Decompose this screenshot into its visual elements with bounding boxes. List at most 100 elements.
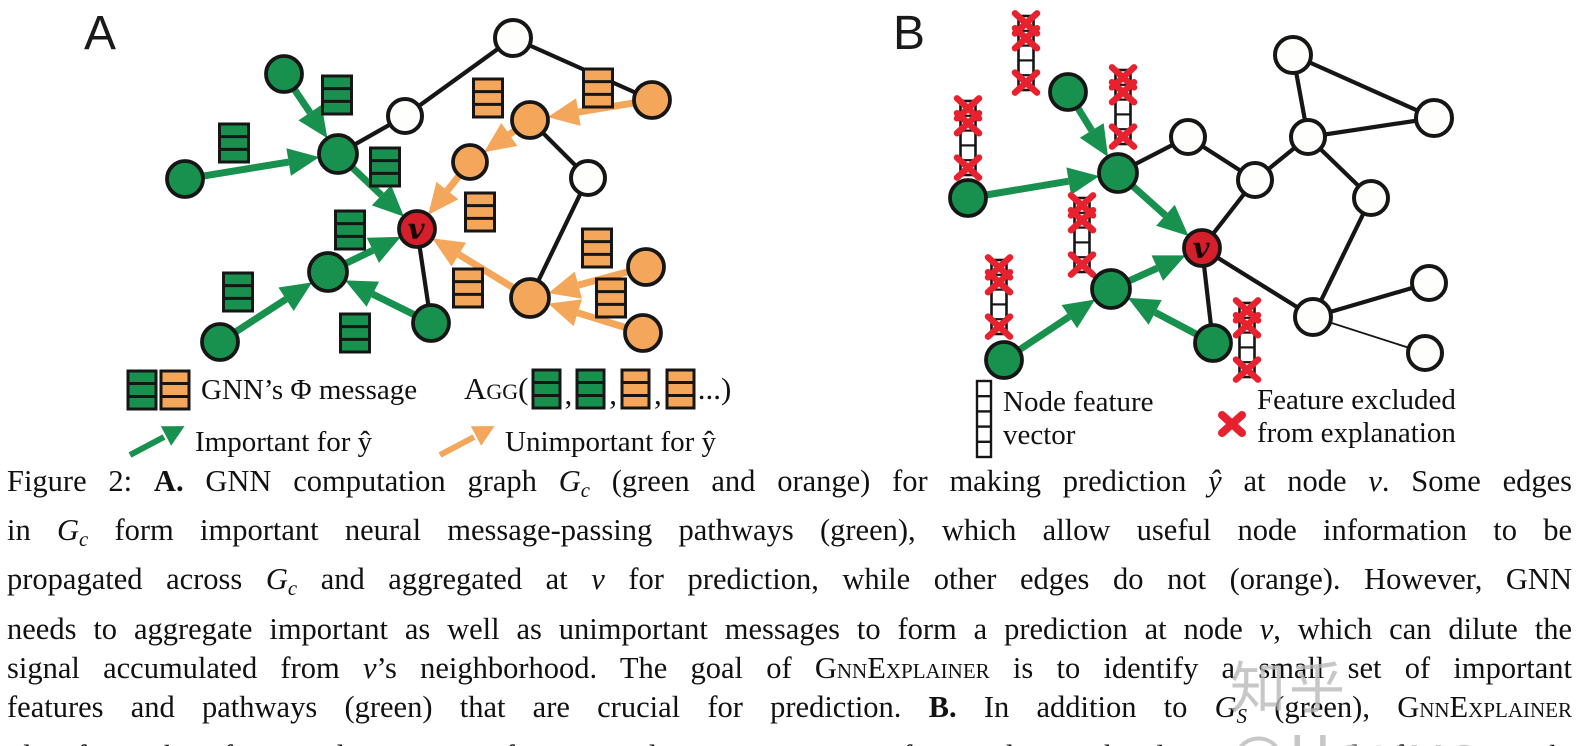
excluded-x-icon bbox=[1218, 411, 1246, 437]
green-message-arrow bbox=[345, 280, 416, 318]
green-message-arrow bbox=[1075, 106, 1109, 157]
agg-separator: , bbox=[654, 376, 662, 411]
legend-unimportant: Unimportant for ŷ bbox=[436, 424, 716, 460]
gnn-message-label: GNN’s Φ message bbox=[201, 373, 418, 406]
graph-node-green bbox=[1090, 268, 1132, 310]
message-box-orange bbox=[452, 267, 484, 309]
caption-line: Figure 2: A. GNN computation graph Gc (g… bbox=[7, 464, 1573, 503]
legend-node-feature-vector: Node feature vector bbox=[974, 379, 1154, 459]
orange-message-arrow bbox=[483, 123, 518, 153]
graph-node-white bbox=[1406, 334, 1444, 372]
graph-node-white bbox=[1293, 297, 1333, 337]
graph-node-target bbox=[1182, 228, 1222, 268]
graph-node-orange bbox=[632, 80, 672, 120]
message-box-green bbox=[218, 122, 250, 164]
graph-node-white bbox=[1289, 118, 1327, 156]
graph-node-green bbox=[317, 133, 359, 175]
legend-agg: Agg( , , , ...) bbox=[464, 366, 731, 412]
green-message-arrow bbox=[350, 165, 404, 217]
graph-node-white bbox=[1410, 264, 1448, 302]
graph-node-green bbox=[1097, 152, 1139, 194]
agg-separator: , bbox=[609, 376, 617, 411]
excluded-x-mark bbox=[953, 109, 983, 137]
vector-label-line1: Node feature bbox=[1003, 386, 1154, 418]
node-feature-vector-icon bbox=[975, 379, 993, 459]
green-message-arrow bbox=[986, 167, 1100, 199]
excluded-x-mark bbox=[1232, 311, 1262, 339]
message-box-orange bbox=[582, 67, 614, 109]
excluded-x-mark bbox=[1108, 123, 1138, 150]
excluded-x-mark bbox=[984, 268, 1014, 296]
graph-node-white bbox=[1273, 35, 1313, 75]
agg-box-green-icon bbox=[575, 368, 606, 410]
green-message-arrow bbox=[203, 148, 320, 180]
graph-edge bbox=[1311, 197, 1373, 318]
graph-node-target bbox=[397, 209, 437, 249]
graph-edge bbox=[1312, 280, 1430, 320]
green-message-arrow bbox=[291, 87, 328, 139]
orange-message-arrow bbox=[432, 238, 515, 291]
graph-node-white bbox=[1352, 179, 1390, 217]
message-box-green bbox=[339, 312, 371, 354]
excluded-label-line2: from explanation bbox=[1257, 417, 1456, 449]
excluded-x-mark bbox=[1011, 24, 1041, 52]
green-message-arrow bbox=[1017, 299, 1096, 353]
graph-diagram: vv bbox=[165, 10, 1454, 383]
vector-label-line2: vector bbox=[1003, 419, 1076, 451]
message-pair-icon bbox=[126, 369, 191, 411]
message-box-orange bbox=[581, 227, 613, 269]
message-box-green bbox=[321, 74, 353, 116]
graph-node-white bbox=[386, 97, 424, 135]
green-message-arrow bbox=[344, 236, 401, 267]
graph-node-green bbox=[411, 303, 451, 343]
green-message-arrow bbox=[1127, 255, 1186, 284]
caption-line: signal accumulated from v’s neighborhood… bbox=[7, 650, 1572, 685]
target-node-label: v bbox=[1193, 231, 1211, 265]
graph-edge bbox=[1307, 115, 1435, 140]
graph-edge bbox=[1200, 246, 1315, 319]
unimportant-label: Unimportant for ŷ bbox=[505, 425, 717, 458]
caption-line: in Gc form important neural message-pass… bbox=[7, 513, 1572, 552]
graph-edge bbox=[528, 177, 590, 299]
green-message-arrow bbox=[1130, 183, 1189, 237]
important-label: Important for ŷ bbox=[195, 425, 373, 458]
excluded-x-mark bbox=[1108, 78, 1138, 106]
caption-line: features and pathways (green) that are c… bbox=[7, 689, 1573, 728]
agg-box-green-icon bbox=[531, 368, 561, 410]
graph-node-white bbox=[569, 159, 607, 197]
excluded-x-mark bbox=[984, 313, 1014, 340]
agg-box-orange-icon bbox=[620, 368, 651, 410]
unimportant-arrow-icon bbox=[438, 426, 495, 458]
graph-node-orange bbox=[509, 277, 551, 319]
caption-line: identifies what feature dimensions of GS… bbox=[7, 737, 1572, 746]
excluded-x-mark bbox=[1067, 206, 1097, 234]
message-box-green bbox=[369, 146, 401, 188]
message-box-orange bbox=[464, 191, 496, 233]
graph-node-white bbox=[493, 18, 533, 58]
caption-line: propagated across Gc and aggregated at v… bbox=[7, 562, 1572, 601]
agg-suffix: ...) bbox=[697, 371, 732, 406]
figure-caption: Figure 2: A. GNN computation graph Gc (g… bbox=[7, 462, 1572, 746]
graph-node-green bbox=[200, 322, 240, 362]
graph-node-green bbox=[1193, 323, 1233, 363]
graph-edge bbox=[403, 36, 515, 118]
orange-message-arrow bbox=[428, 173, 462, 215]
important-arrow-icon bbox=[128, 426, 185, 458]
graph-node-green bbox=[984, 340, 1024, 380]
legend-gnn-message: GNN’s Φ message bbox=[126, 368, 417, 412]
legend-important: Important for ŷ bbox=[126, 424, 372, 460]
graph-node-orange bbox=[623, 313, 663, 353]
excluded-x-mark bbox=[1232, 356, 1262, 383]
graph-node-orange bbox=[510, 100, 550, 140]
message-box-orange bbox=[472, 77, 504, 119]
graph-edge bbox=[1292, 53, 1435, 120]
graph-node-orange bbox=[451, 143, 489, 181]
agg-separator: , bbox=[564, 376, 573, 411]
caption-line: needs to aggregate important as well as … bbox=[7, 611, 1572, 646]
target-node-label: v bbox=[408, 212, 426, 246]
excluded-x-mark bbox=[953, 154, 983, 181]
orange-message-arrow bbox=[548, 299, 626, 331]
graph-node-green bbox=[264, 54, 304, 94]
graph-node-green bbox=[948, 178, 988, 218]
